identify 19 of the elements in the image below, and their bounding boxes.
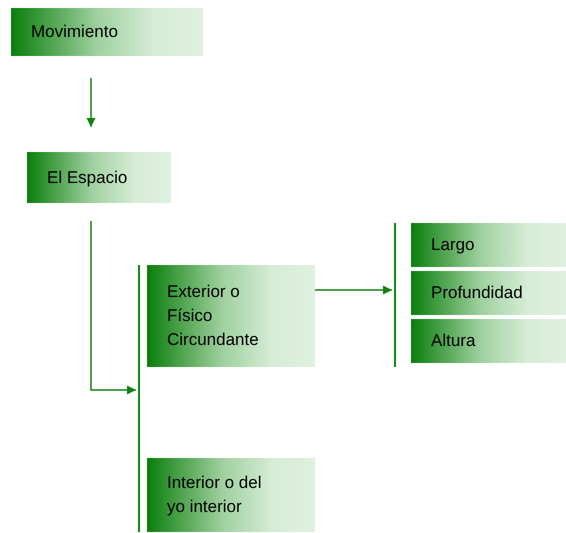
arrow [90,221,136,394]
box-label: El Espacio [47,166,128,188]
gradient-box [27,152,171,203]
bracket-line [393,223,397,367]
gradient-box [411,271,566,315]
box-label: Profundidad [431,282,523,304]
gradient-box [411,319,566,363]
gradient-box [147,458,315,532]
box-label: Interior o del yo interior [167,472,262,518]
box-label: Exterior o Físico Circundante [167,281,260,351]
arrow [315,286,392,294]
box-label: Altura [431,330,476,352]
arrow [86,78,96,127]
box-label: Movimiento [31,21,118,43]
box-label: Largo [431,234,474,256]
gradient-box [147,265,315,367]
gradient-box [11,8,203,56]
gradient-box [411,223,566,267]
bracket-line [137,265,141,532]
